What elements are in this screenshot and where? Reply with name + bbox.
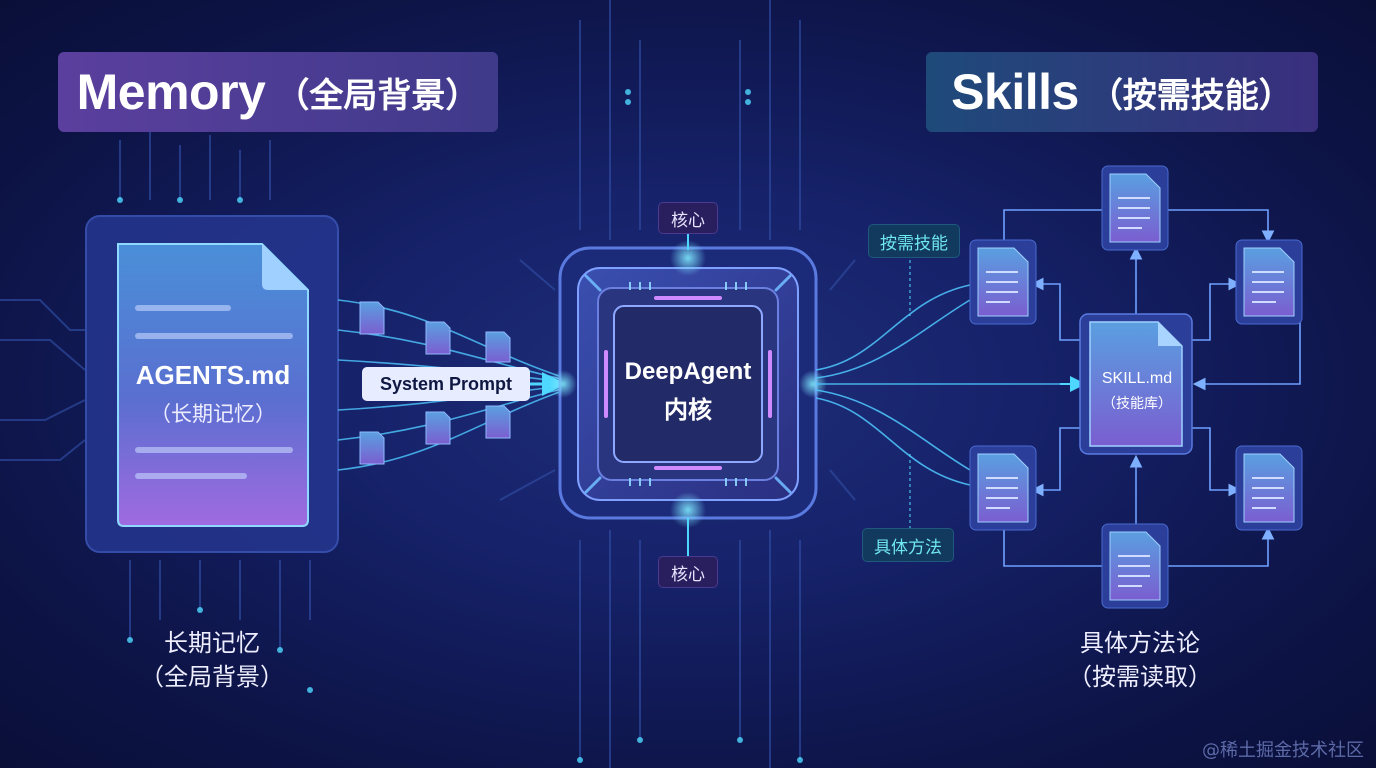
method-tag: 具体方法 — [862, 528, 954, 562]
core-tag-bottom: 核心 — [658, 556, 718, 588]
core-subtitle: 内核 — [664, 396, 712, 424]
skills-title: Skills （按需技能） — [926, 52, 1318, 132]
skills-title-main: Skills — [951, 64, 1079, 120]
memory-caption: 长期记忆 （全局背景） — [112, 626, 312, 694]
skills-caption-line1: 具体方法论 — [1080, 629, 1200, 657]
core-tag-top: 核心 — [658, 202, 718, 234]
memory-title: Memory （全局背景） — [58, 52, 498, 132]
system-prompt-label: System Prompt — [362, 367, 530, 401]
memory-title-sub: （全局背景） — [275, 75, 480, 116]
watermark: @稀土掘金技术社区 — [1202, 740, 1364, 761]
skills-caption-line2: （按需读取） — [1068, 663, 1212, 691]
skill-doc-title: SKILL.md — [1101, 370, 1173, 387]
skills-title-sub: （按需技能） — [1088, 75, 1293, 116]
memory-caption-line1: 长期记忆 — [164, 629, 260, 657]
memory-caption-line2: （全局背景） — [140, 663, 284, 691]
agents-doc-title: AGENTS.md — [135, 360, 291, 390]
skill-doc-subtitle: （技能库） — [1102, 396, 1172, 412]
on-demand-tag: 按需技能 — [868, 224, 960, 258]
skills-caption: 具体方法论 （按需读取） — [1040, 626, 1240, 694]
agents-doc-subtitle: （长期记忆） — [150, 402, 276, 426]
core-title: DeepAgent — [624, 358, 752, 385]
memory-title-main: Memory — [76, 64, 266, 120]
